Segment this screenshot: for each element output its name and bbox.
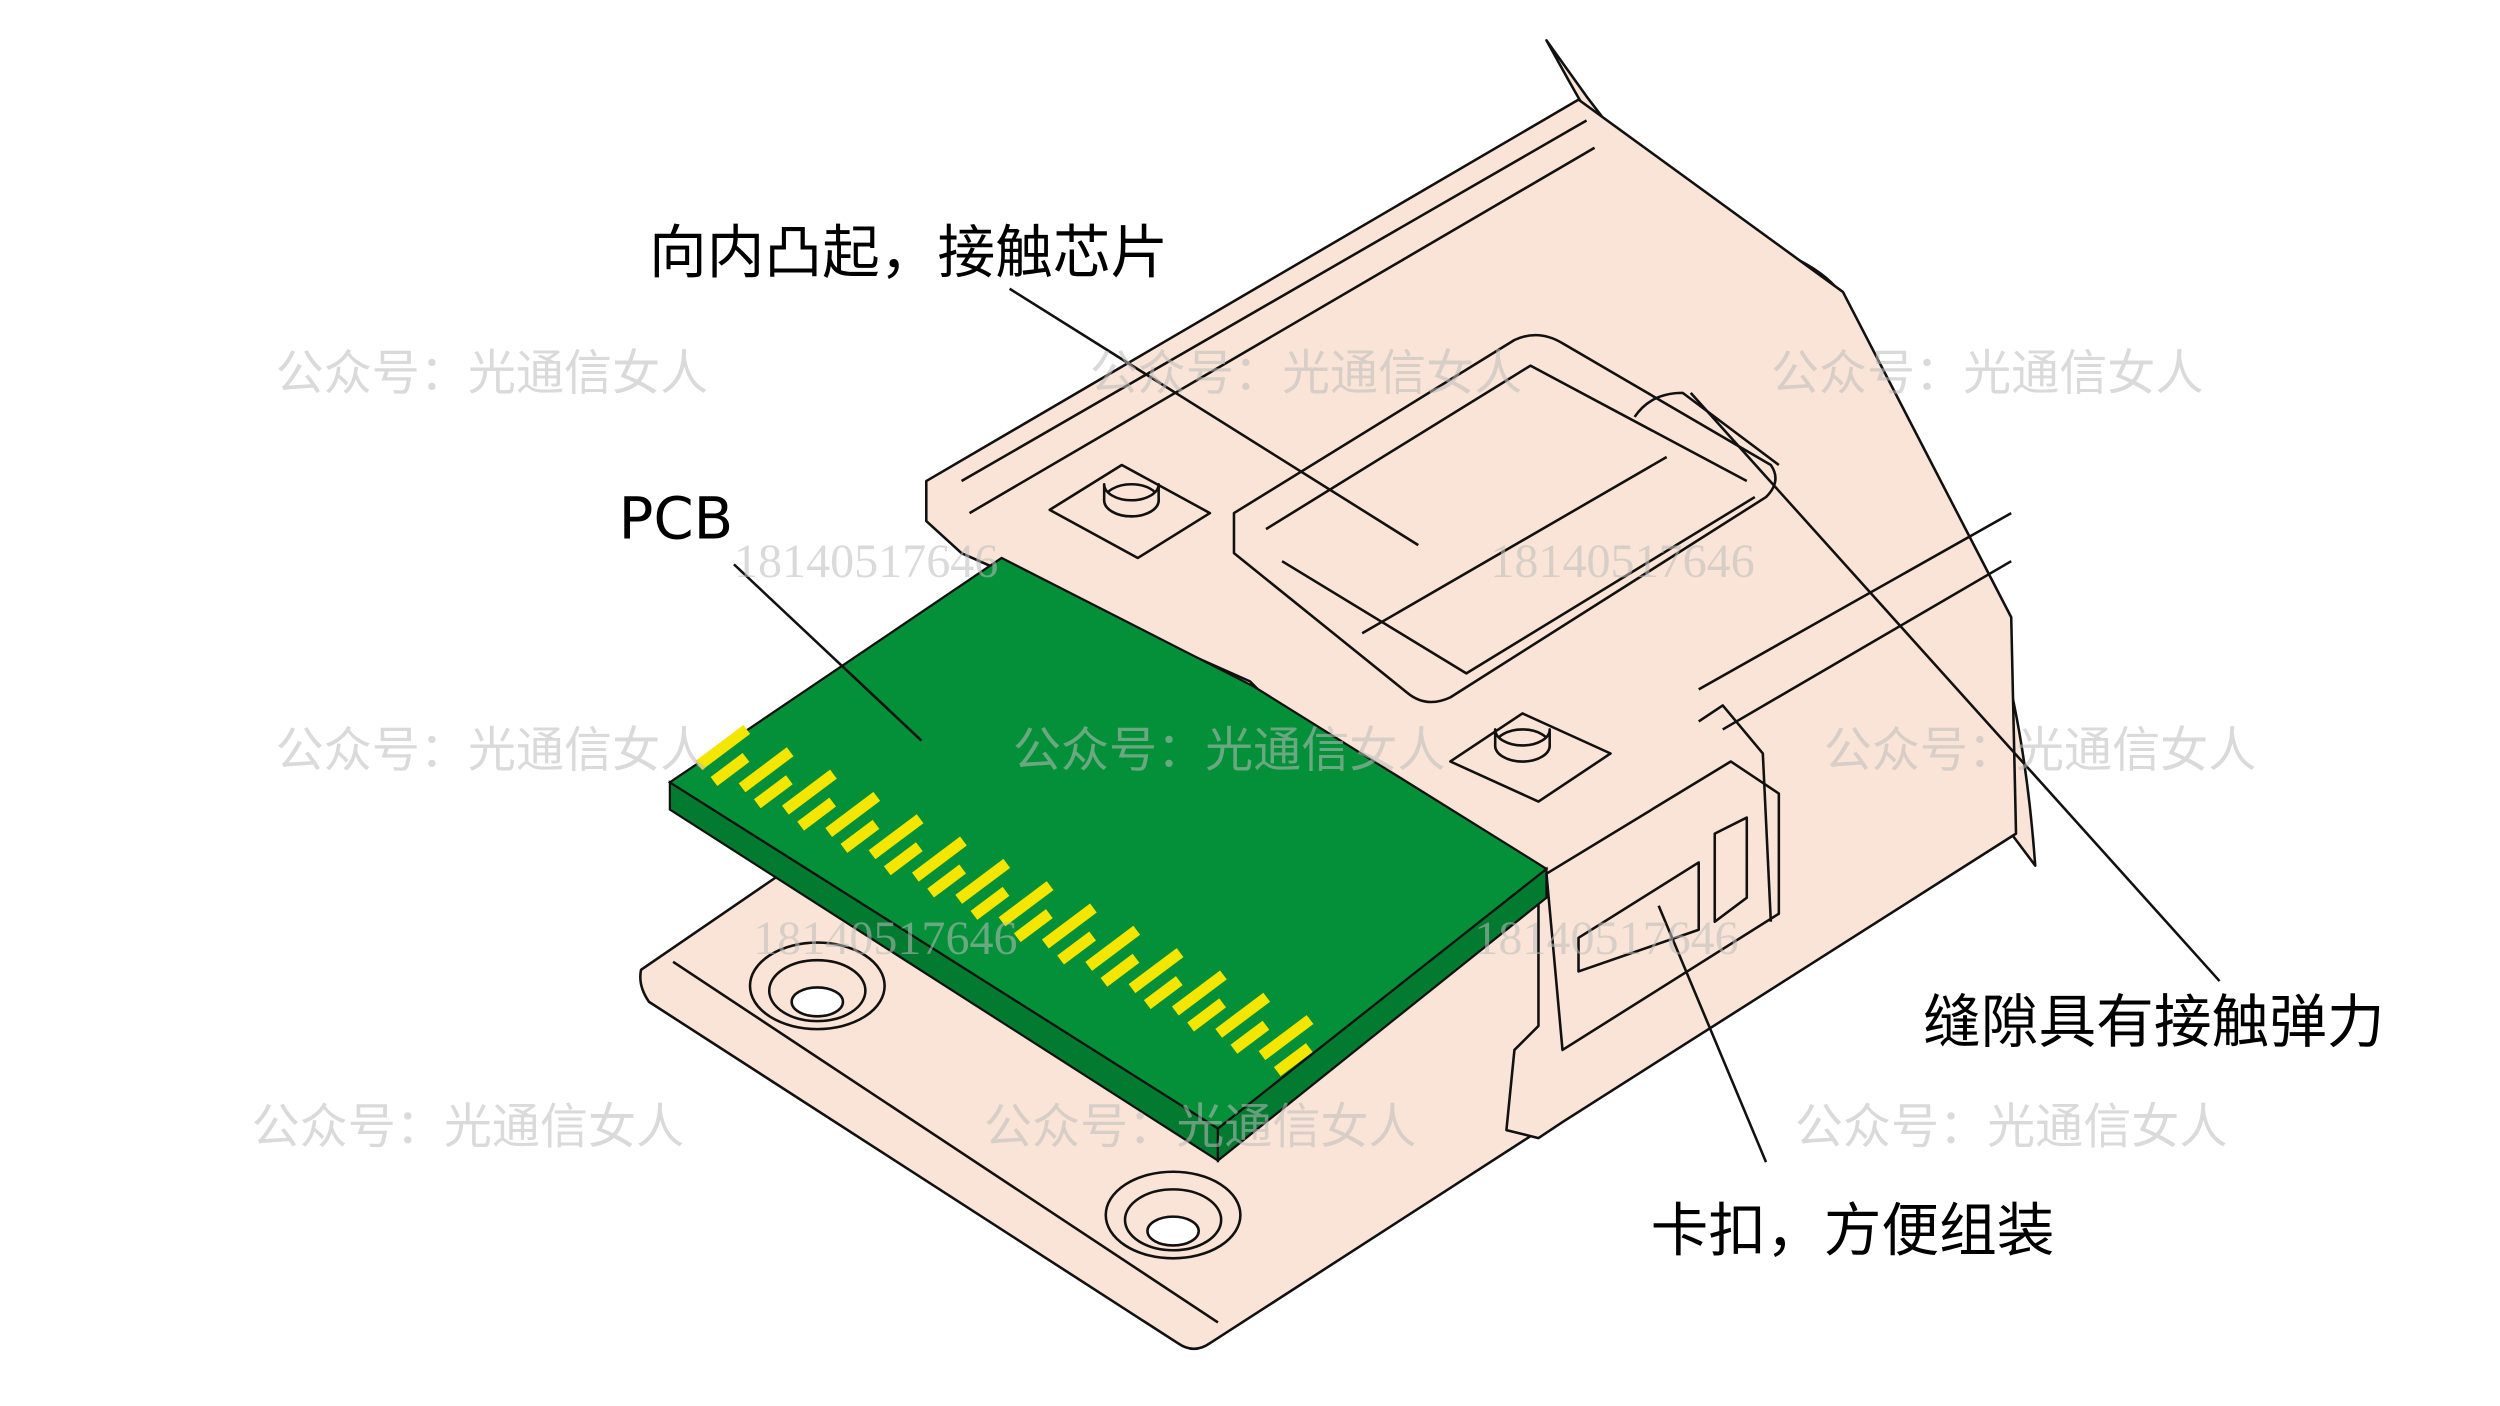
watermark: 公众号：光通信女人 bbox=[984, 1099, 1417, 1155]
gold-finger bbox=[738, 747, 794, 793]
label-clip: 卡扣，方便组装 bbox=[1651, 1196, 2055, 1264]
mounting-hole bbox=[1104, 1170, 1242, 1260]
gold-finger bbox=[1171, 970, 1227, 1016]
gap-spring bbox=[1633, 391, 1780, 467]
watermark: 公众号：光通信女人 bbox=[252, 1099, 685, 1155]
watermarks: 公众号：光通信女人 公众号：光通信女人 公众号：光通信女人 公众号：光通信女人 … bbox=[252, 346, 2257, 1155]
watermark: 公众号：光通信女人 bbox=[1771, 346, 2204, 402]
gold-finger bbox=[753, 775, 793, 809]
gold-finger bbox=[911, 836, 967, 882]
watermark: 公众号：光通信女人 bbox=[1795, 1099, 2228, 1155]
pcb-board bbox=[667, 556, 1549, 1163]
snap-clip bbox=[1545, 704, 1781, 1052]
alignment-post bbox=[1048, 463, 1212, 560]
gold-finger bbox=[1041, 903, 1097, 949]
gold-finger bbox=[1143, 976, 1183, 1010]
leader-line-top bbox=[1008, 287, 1419, 547]
gold-finger bbox=[825, 791, 881, 837]
gold-finger bbox=[1258, 1015, 1314, 1061]
window-inner bbox=[1265, 364, 1756, 675]
watermark-phone: 18140517646 bbox=[734, 535, 998, 588]
gold-finger bbox=[782, 769, 837, 815]
plate-edge bbox=[672, 960, 1219, 1324]
mounting-hole bbox=[748, 941, 886, 1031]
gold-finger bbox=[998, 881, 1054, 927]
gold-finger bbox=[1100, 953, 1140, 987]
gold-finger bbox=[1057, 931, 1097, 965]
gold-finger bbox=[1128, 948, 1184, 994]
gold-finger bbox=[955, 858, 1011, 904]
watermark-phone: 18140517646 bbox=[1474, 912, 1738, 965]
contact-window bbox=[1232, 333, 1777, 704]
gold-finger bbox=[1273, 1043, 1313, 1077]
gold-finger bbox=[1215, 992, 1271, 1038]
gold-finger bbox=[1187, 998, 1227, 1032]
gold-finger bbox=[710, 752, 750, 786]
gold-finger bbox=[883, 842, 923, 876]
gold-finger bbox=[927, 864, 967, 898]
gold-finger bbox=[1230, 1020, 1270, 1054]
gold-finger bbox=[797, 797, 837, 831]
watermark-phone: 18140517646 bbox=[753, 912, 1017, 965]
gold-finger bbox=[868, 814, 924, 860]
watermark: 公众号：光通信女人 bbox=[1824, 722, 2257, 778]
watermark: 公众号：光通信女人 bbox=[1013, 722, 1446, 778]
alignment-post bbox=[1449, 712, 1612, 803]
housing-edges bbox=[960, 119, 2012, 731]
gold-finger bbox=[1013, 909, 1053, 943]
gold-finger bbox=[840, 819, 880, 853]
watermark-phone: 18140517646 bbox=[1490, 535, 1754, 588]
gold-finger bbox=[1085, 925, 1141, 971]
gold-finger bbox=[695, 724, 751, 770]
gold-fingers bbox=[695, 724, 1314, 1077]
label-pcb: PCB bbox=[619, 485, 734, 553]
leader-line-gap bbox=[1689, 392, 2221, 982]
label-inward-bump: 向内凸起，接触芯片 bbox=[649, 219, 1168, 287]
watermark: 公众号：光通信女人 bbox=[276, 722, 709, 778]
leader-line-pcb bbox=[733, 563, 923, 742]
watermark: 公众号：光通信女人 bbox=[1090, 346, 1523, 402]
watermark: 公众号：光通信女人 bbox=[276, 346, 709, 402]
label-gap-spring: 缝隙具有接触弹力 bbox=[1923, 988, 2385, 1056]
gold-finger bbox=[970, 886, 1010, 920]
leader-line-clip bbox=[1657, 905, 1768, 1163]
